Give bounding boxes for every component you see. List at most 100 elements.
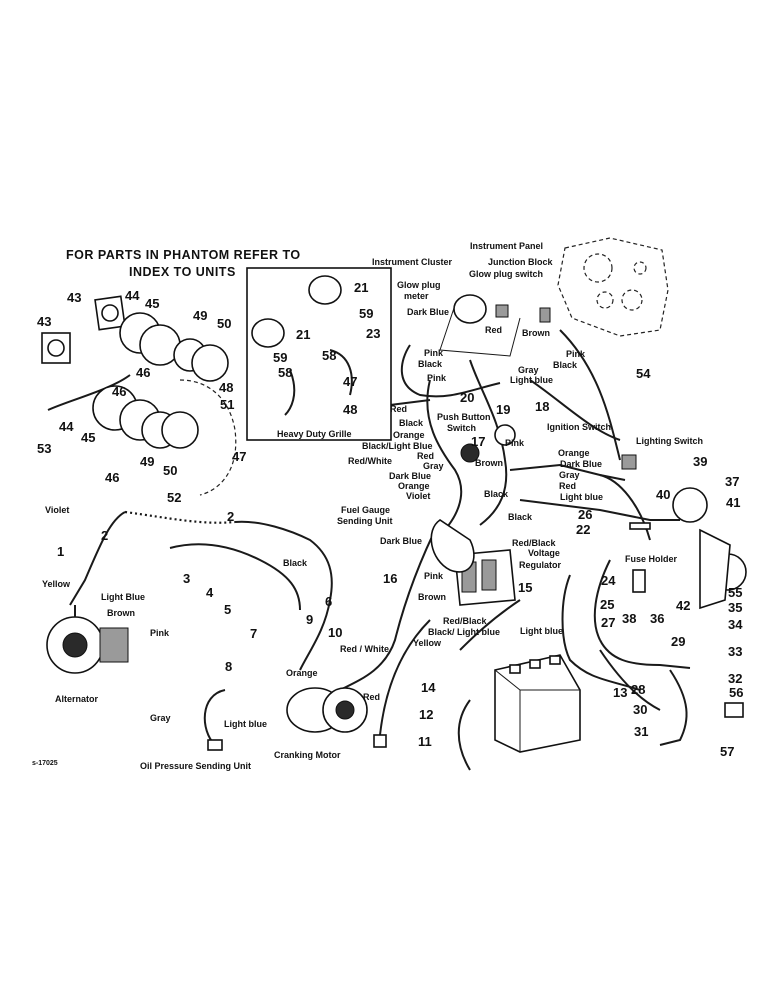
callout: 11 [418, 734, 432, 749]
label-yellow-left: Yellow [42, 579, 71, 589]
push-button-switch [460, 424, 516, 463]
label-pink-top: Pink [566, 349, 586, 359]
label-gray-mid: Gray [423, 461, 444, 471]
label-orange-low: Orange [286, 668, 318, 678]
label-dark-blue-low: Dark Blue [380, 536, 422, 546]
label-instrument-cluster: Instrument Cluster [372, 257, 453, 267]
callout: 49 [140, 454, 154, 469]
callout: 35 [728, 600, 742, 615]
callout: 13 [613, 685, 627, 700]
callout: 34 [728, 617, 743, 632]
callout: 47 [232, 449, 246, 464]
callout-numbers: 1 2 2 3 4 5 6 7 8 9 10 11 12 13 14 15 16… [37, 280, 743, 759]
callout: 29 [671, 634, 685, 649]
label-brown-mid: Brown [475, 458, 503, 468]
callout: 10 [328, 625, 342, 640]
harness-2-dotted [124, 510, 236, 524]
callout: 16 [383, 571, 397, 586]
label-violet-left: Violet [45, 505, 69, 515]
label-gray-r: Gray [559, 470, 580, 480]
oil-pressure-sending-unit [203, 689, 226, 751]
header-line-1: FOR PARTS IN PHANTOM REFER TO [66, 248, 301, 262]
label-black-r: Black [484, 489, 509, 499]
label-red-top: Red [485, 325, 502, 335]
callout: 21 [296, 327, 310, 342]
label-orange-mid: Orange [393, 430, 425, 440]
callout: 20 [460, 390, 474, 405]
battery [457, 654, 581, 771]
callout: 45 [145, 296, 159, 311]
callout: 51 [220, 397, 234, 412]
callout: 50 [163, 463, 177, 478]
label-red-white-low: Red / White [340, 644, 389, 654]
label-red-black-low: Red/Black [443, 616, 488, 626]
label-voltage-reg-1: Voltage [528, 548, 560, 558]
cranking-motor [286, 687, 368, 733]
callout: 59 [359, 306, 373, 321]
label-cranking-motor: Cranking Motor [274, 750, 341, 760]
tail-lamp [632, 569, 744, 718]
callout: 58 [278, 365, 292, 380]
label-ignition-switch: Ignition Switch [547, 422, 611, 432]
callout: 23 [366, 326, 380, 341]
callout: 37 [725, 474, 739, 489]
harness-2-wire [69, 511, 126, 606]
callout: 7 [250, 626, 257, 641]
label-brown-left: Brown [107, 608, 135, 618]
callout: 41 [726, 495, 740, 510]
callout: 32 [728, 671, 742, 686]
callout: 5 [224, 602, 231, 617]
label-black-r-2: Black [508, 512, 533, 522]
label-fuel-gauge-2: Sending Unit [337, 516, 393, 526]
callout: 25 [600, 597, 614, 612]
part-11 [373, 734, 387, 748]
alternator [46, 605, 129, 674]
label-dark-blue-mid: Dark Blue [389, 471, 431, 481]
label-light-blue-left: Light Blue [101, 592, 145, 602]
label-instrument-panel: Instrument Panel [470, 241, 543, 251]
callout: 43 [67, 290, 81, 305]
callout: 4 [206, 585, 214, 600]
callout: 1 [57, 544, 64, 559]
callout: 28 [631, 682, 645, 697]
callout: 40 [656, 487, 670, 502]
callout: 14 [421, 680, 436, 695]
callout: 58 [322, 348, 336, 363]
callout: 8 [225, 659, 232, 674]
label-pink-mid: Pink [505, 438, 525, 448]
label-brown-top: Brown [522, 328, 550, 338]
label-oil-pressure: Oil Pressure Sending Unit [140, 761, 251, 771]
callout: 46 [136, 365, 150, 380]
callout: 19 [496, 402, 510, 417]
label-black-left-mid: Black [283, 558, 308, 568]
harness-9-wire [234, 520, 333, 671]
label-violet-mid: Violet [406, 491, 430, 501]
label-light-blue-r: Light blue [560, 492, 603, 502]
label-red-r: Red [559, 481, 576, 491]
label-yellow-low: Yellow [413, 638, 442, 648]
label-orange-mid-2: Orange [398, 481, 430, 491]
callout: 9 [306, 612, 313, 627]
callout: 57 [720, 744, 734, 759]
inset-caption: Heavy Duty Grille [277, 429, 352, 439]
label-red-mid: Red [390, 404, 407, 414]
callout: 47 [343, 374, 357, 389]
callout: 46 [112, 384, 126, 399]
label-dark-blue-top: Dark Blue [407, 307, 449, 317]
callout: 15 [518, 580, 532, 595]
callout: 2 [227, 509, 234, 524]
label-glow-plug-switch: Glow plug switch [469, 269, 543, 279]
callout: 48 [219, 380, 233, 395]
label-push-button-2: Switch [447, 423, 476, 433]
label-red-low: Red [363, 692, 380, 702]
callout: 27 [601, 615, 615, 630]
callout: 22 [576, 522, 590, 537]
callout: 17 [471, 434, 485, 449]
callout: 38 [622, 611, 636, 626]
callout: 56 [729, 685, 743, 700]
callout: 3 [183, 571, 190, 586]
label-push-button-1: Push Button [437, 412, 491, 422]
callout: 6 [325, 594, 332, 609]
label-junction-block: Junction Block [488, 257, 554, 267]
